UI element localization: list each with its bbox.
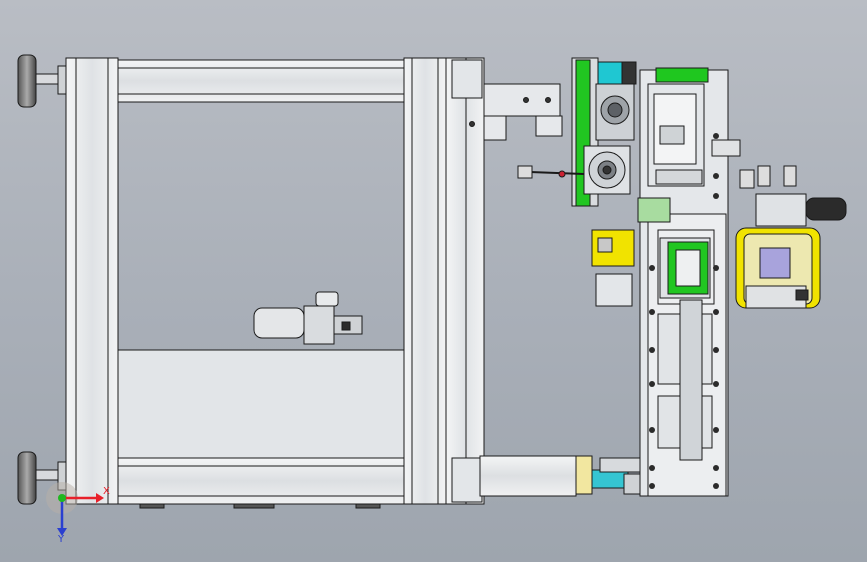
column-bracket bbox=[445, 57, 485, 505]
green-pulley-wheel bbox=[659, 237, 711, 299]
x-axis-label: X bbox=[103, 486, 110, 497]
leveling-foot-top bbox=[17, 54, 69, 108]
plate-holes bbox=[649, 133, 719, 489]
yellow-gear-motor bbox=[591, 229, 635, 307]
servo-motor-lower bbox=[583, 145, 631, 195]
servo-motor-upper bbox=[595, 83, 635, 141]
leveling-foot-bottom bbox=[17, 451, 69, 505]
frame-left-post bbox=[65, 57, 119, 505]
pneumatic-cylinder-right bbox=[739, 165, 847, 227]
upper-slide-module bbox=[647, 67, 741, 187]
upper-arm-bracket bbox=[469, 83, 563, 141]
frame-top-beam bbox=[117, 59, 405, 103]
yellow-clamp-module bbox=[735, 227, 821, 309]
bottom-cylinder bbox=[479, 455, 649, 497]
frame-bottom-beam bbox=[117, 457, 405, 505]
base-cabinet bbox=[117, 349, 405, 459]
spindle-motor bbox=[253, 291, 363, 345]
frame-right-post bbox=[403, 57, 447, 505]
y-axis-label: Y bbox=[58, 534, 65, 545]
coordinate-triad bbox=[46, 482, 104, 536]
green-sensor-box bbox=[637, 197, 671, 223]
sensor-cable bbox=[517, 165, 585, 179]
